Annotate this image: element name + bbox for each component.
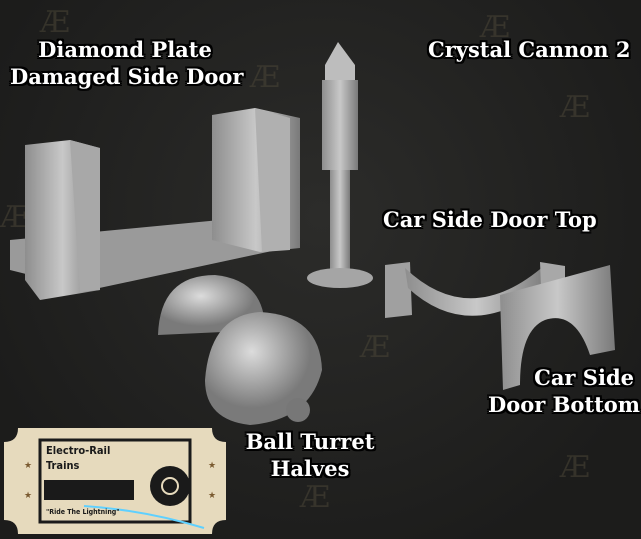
svg-text:★: ★	[24, 491, 32, 501]
watermark: Æ	[560, 90, 591, 125]
watermark: Æ	[560, 450, 591, 485]
label-crystal-cannon: Crystal Cannon 2	[428, 37, 631, 62]
diamond-plate-door-model	[10, 108, 300, 300]
label-car-side-door-bottom: Car Side Door Bottom	[470, 364, 640, 418]
label-line: Diamond Plate	[38, 37, 212, 62]
watermark: Æ	[480, 10, 511, 45]
svg-text:★: ★	[208, 491, 216, 501]
watermark: Æ	[250, 60, 281, 95]
logo-tagline: "Ride The Lightning"	[46, 508, 120, 516]
label-ball-turret: Ball Turret Halves	[230, 428, 390, 482]
ticket-shape: ★ ★ ★ ★	[4, 428, 226, 534]
logo-line1: Electro-Rail	[46, 444, 111, 457]
label-line: Door Bottom	[488, 392, 640, 417]
label-line: Car Side	[534, 365, 634, 390]
label-car-side-door-top: Car Side Door Top	[383, 207, 597, 232]
ball-turret-model	[158, 275, 322, 425]
watermark: Æ	[360, 330, 391, 365]
crystal-cannon-model	[307, 42, 373, 288]
electro-rail-logo: ★ ★ ★ ★ Electro-Rail Trains "Ride The Li…	[4, 428, 226, 534]
watermark: Æ	[40, 5, 71, 40]
label-line: Ball Turret	[245, 429, 375, 454]
logo-line2: Trains	[46, 459, 80, 472]
label-line: Halves	[270, 456, 350, 481]
label-diamond-plate: Diamond Plate Damaged Side Door	[10, 36, 244, 90]
svg-text:★: ★	[208, 461, 216, 471]
watermark: Æ	[300, 480, 331, 515]
svg-text:★: ★	[24, 461, 32, 471]
car-side-door-bottom-model	[500, 265, 615, 390]
label-line: Damaged Side Door	[10, 64, 244, 89]
